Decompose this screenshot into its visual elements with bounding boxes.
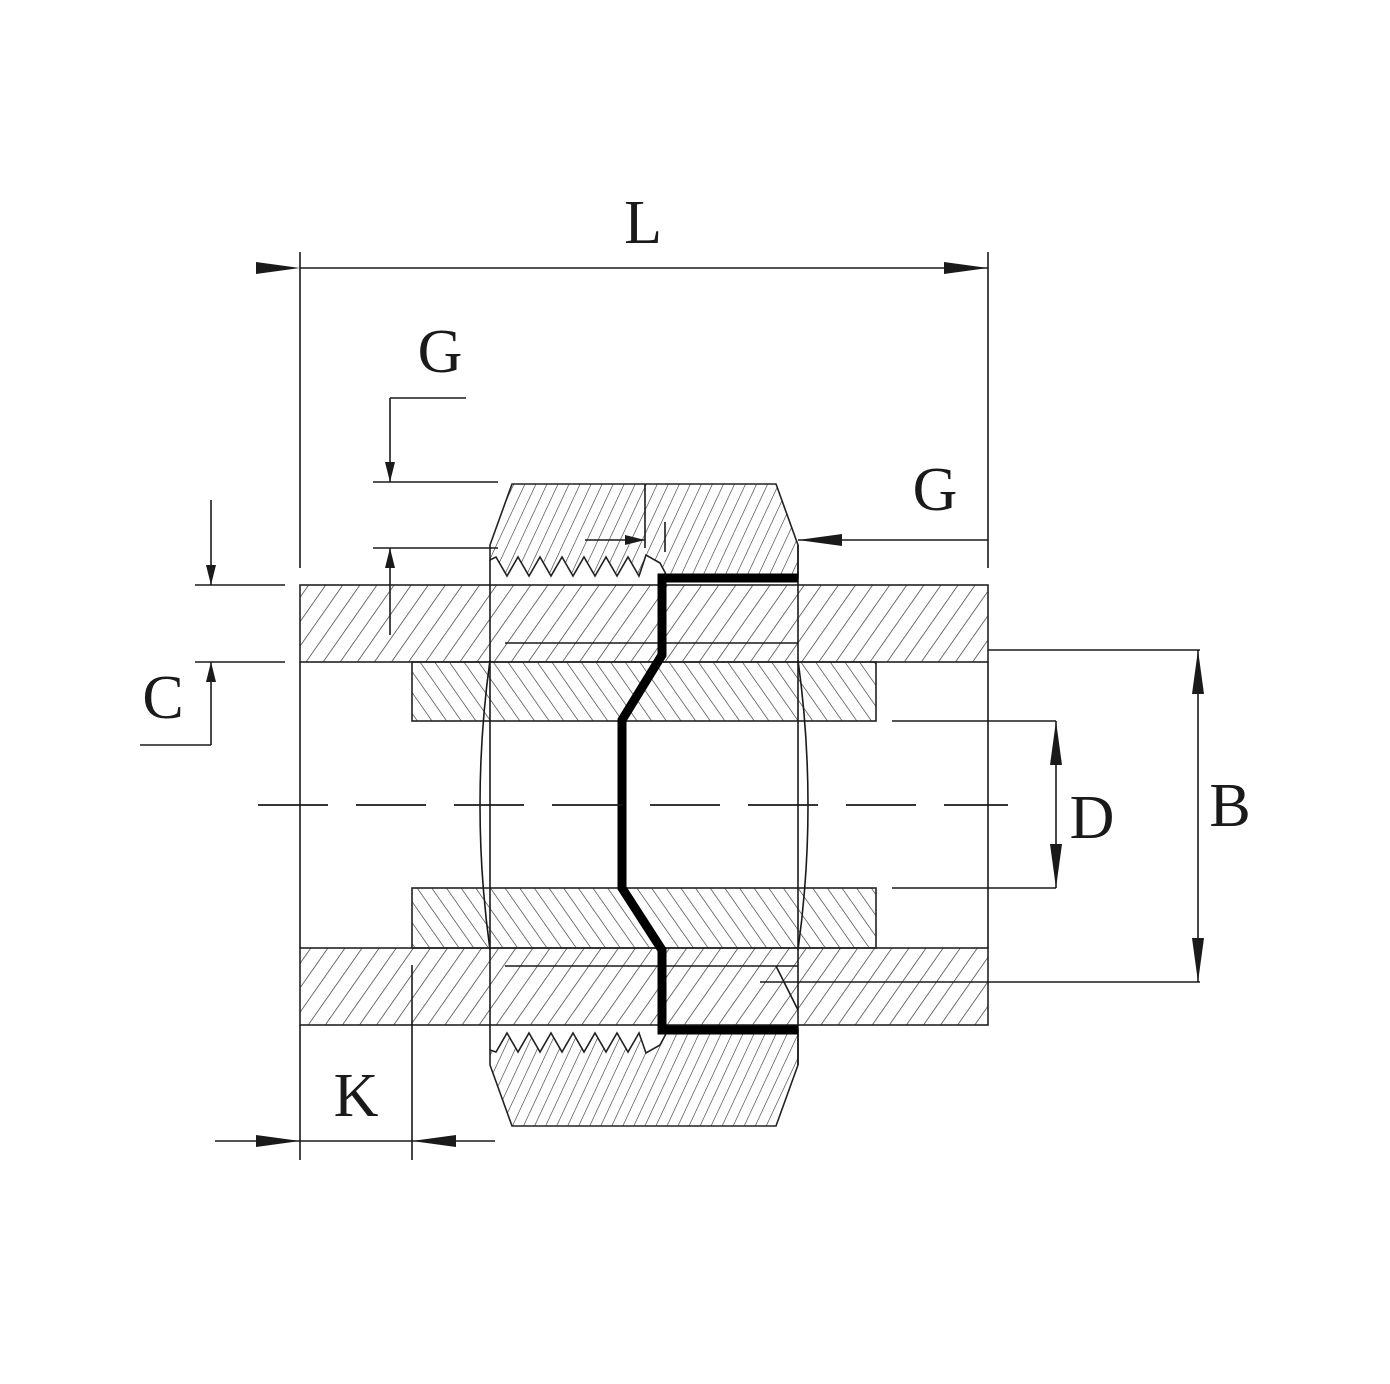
pipe-top	[299, 584, 989, 663]
dimension-B: B	[760, 649, 1251, 983]
nut-edge-line	[775, 965, 799, 1011]
dimension-label-C: C	[142, 664, 183, 732]
fitting-body	[299, 483, 989, 1127]
dimension-label-D: D	[1070, 784, 1115, 852]
dimension-G-top: G	[373, 318, 498, 635]
dimension-label-G-top: G	[418, 318, 463, 386]
dimension-label-B: B	[1209, 772, 1250, 840]
dimension-label-G-right: G	[913, 456, 958, 524]
dimension-label-L: L	[624, 189, 662, 257]
dimension-C: C	[140, 500, 285, 746]
pipe-bottom	[299, 947, 989, 1026]
dimension-L: L	[256, 189, 989, 568]
nut-top	[489, 483, 799, 579]
dimension-label-K: K	[334, 1062, 379, 1130]
nut-bottom	[489, 1029, 799, 1127]
dimension-K: K	[215, 965, 495, 1160]
dimension-D: D	[892, 720, 1115, 889]
dimension-G-right: G	[585, 456, 988, 552]
seal-profile	[617, 573, 798, 1035]
